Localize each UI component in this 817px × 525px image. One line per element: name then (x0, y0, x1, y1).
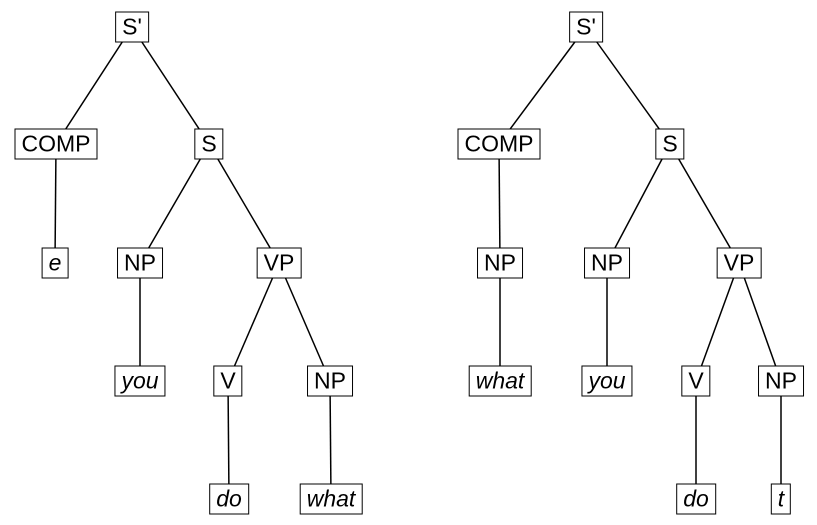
tree-node-left-vp: VP (256, 247, 302, 279)
tree-node-right-np_comp: NP (477, 247, 523, 279)
tree-node-left-what: what (299, 483, 363, 515)
tree-node-left-do: do (209, 483, 249, 515)
tree-node-left-np_subj: NP (117, 247, 163, 279)
tree-node-left-s: S (194, 128, 224, 160)
tree-node-right-vp: VP (716, 247, 762, 279)
tree-node-left-sp: S' (115, 11, 149, 43)
tree-edge-right-vp-v (695, 262, 740, 382)
tree-node-right-v: V (681, 365, 711, 397)
tree-edge-left-s-vp (208, 143, 280, 264)
tree-edge-left-np_obj-what (329, 380, 332, 500)
tree-node-left-comp: COMP (14, 128, 98, 160)
tree-edge-left-comp-e (54, 143, 57, 264)
tree-edge-left-sp-comp (55, 26, 133, 145)
tree-node-right-you: you (581, 365, 633, 397)
tree-node-left-e: e (41, 247, 69, 279)
tree-node-right-do: do (676, 483, 716, 515)
tree-node-right-t: t (770, 483, 792, 515)
tree-node-right-comp: COMP (457, 128, 541, 160)
tree-edge-right-sp-comp (498, 26, 587, 145)
tree-edge-right-s-np_subj (606, 143, 671, 264)
tree-edge-left-vp-v (227, 262, 280, 382)
tree-edge-right-vp-np_obj (738, 262, 782, 382)
tree-edge-right-sp-s (585, 26, 671, 145)
tree-node-right-s: S (655, 128, 685, 160)
tree-node-left-np_obj: NP (307, 365, 353, 397)
tree-edge-left-sp-s (131, 26, 210, 145)
tree-node-left-v: V (213, 365, 243, 397)
tree-node-right-np_subj: NP (584, 247, 630, 279)
tree-node-right-what: what (468, 365, 532, 397)
tree-node-left-you: you (114, 365, 166, 397)
tree-edge-left-v-do (227, 380, 230, 500)
tree-edge-left-s-np_subj (139, 143, 210, 264)
tree-edge-right-comp-np_comp (498, 143, 501, 264)
tree-edge-right-s-vp (669, 143, 740, 264)
tree-edge-left-vp-np_obj (278, 262, 331, 382)
tree-node-right-np_obj: NP (758, 365, 804, 397)
tree-node-right-sp: S' (569, 11, 603, 43)
